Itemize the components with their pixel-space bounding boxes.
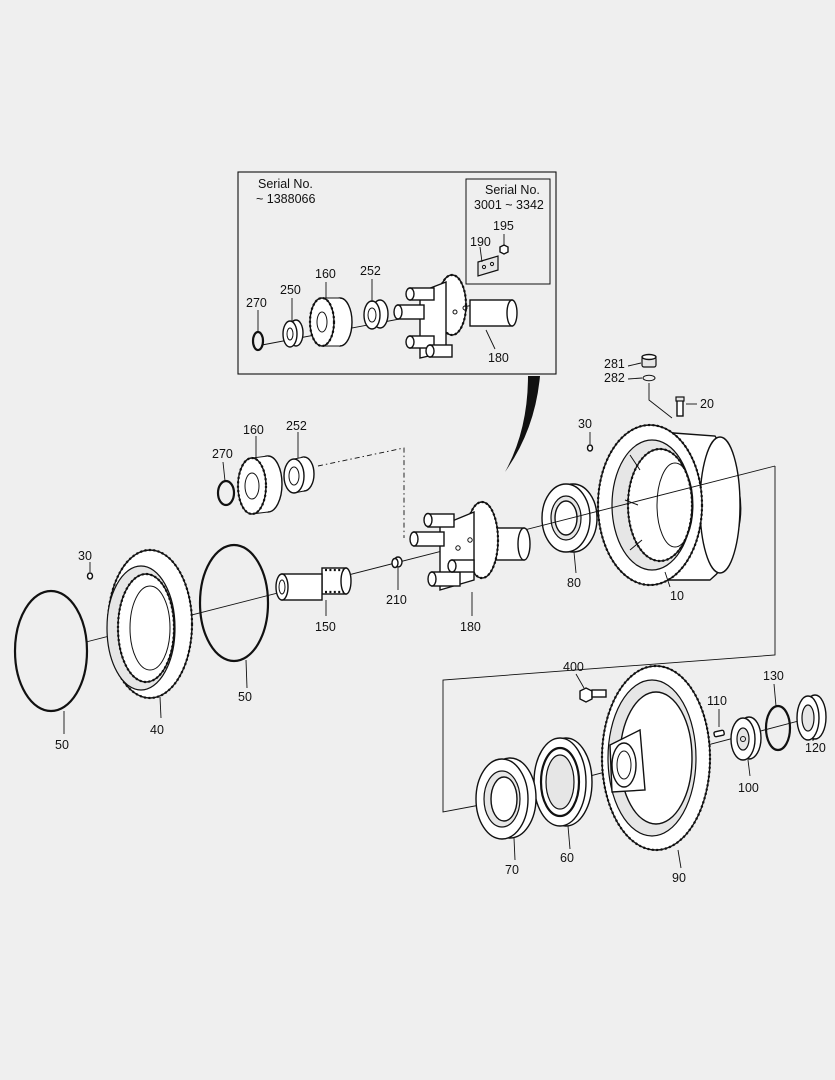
label-195-inset: 195 xyxy=(493,219,514,233)
part-190-plate xyxy=(477,255,499,277)
label-282: 282 xyxy=(604,371,625,385)
part-270-snap-ring xyxy=(216,479,236,507)
part-120-cover xyxy=(796,694,827,741)
part-160-gear-inset xyxy=(308,296,353,348)
part-90-hub xyxy=(600,664,712,852)
label-252-inset: 252 xyxy=(360,264,381,278)
label-252: 252 xyxy=(286,419,307,433)
label-190-inset: 190 xyxy=(470,235,491,249)
label-270: 270 xyxy=(212,447,233,461)
part-50-oring-right xyxy=(198,543,270,663)
inset-callout-arrow xyxy=(505,376,540,472)
label-10: 10 xyxy=(670,589,684,603)
part-180-carrier xyxy=(409,500,531,591)
part-252-bearing xyxy=(283,456,315,494)
label-20: 20 xyxy=(700,397,714,411)
part-80-seal xyxy=(541,483,598,553)
label-100: 100 xyxy=(738,781,759,795)
part-180-carrier-inset xyxy=(393,273,518,359)
guide-dashed xyxy=(317,447,405,538)
label-80: 80 xyxy=(567,576,581,590)
part-60-seal xyxy=(533,737,593,827)
inset-sub-serial-range: 3001 ~ 3342 xyxy=(474,198,544,212)
part-252-bearing-inset xyxy=(363,299,389,330)
part-282-washer xyxy=(642,374,656,382)
label-281: 281 xyxy=(604,357,625,371)
label-160: 160 xyxy=(243,423,264,437)
part-30-bolt-lower xyxy=(86,572,94,580)
inset-variant-box: Serial No. ~ 1388066 Serial No. 3001 ~ 3… xyxy=(237,171,557,375)
part-70-seal xyxy=(475,757,537,840)
label-250-inset: 250 xyxy=(280,283,301,297)
label-110: 110 xyxy=(707,694,727,708)
part-400-bolt xyxy=(579,687,607,703)
label-90: 90 xyxy=(672,871,686,885)
label-270-inset: 270 xyxy=(246,296,267,310)
part-40-ring-gear xyxy=(106,548,194,700)
label-60: 60 xyxy=(560,851,574,865)
part-110-pin xyxy=(713,729,725,738)
part-281-cap xyxy=(641,353,657,368)
label-50-left: 50 xyxy=(55,738,69,752)
label-160-inset: 160 xyxy=(315,267,336,281)
part-195-bolt xyxy=(499,244,509,255)
part-10-housing xyxy=(596,423,742,587)
part-100-thrust-disc xyxy=(730,716,762,761)
part-210-pin xyxy=(391,556,403,569)
part-160-gear xyxy=(236,455,283,516)
label-50-right: 50 xyxy=(238,690,252,704)
part-150-shaft xyxy=(275,567,352,601)
part-130-oring xyxy=(764,704,792,752)
label-180: 180 xyxy=(460,620,481,634)
label-70: 70 xyxy=(505,863,519,877)
part-30-bolt-upper xyxy=(586,444,594,452)
label-40: 40 xyxy=(150,723,164,737)
label-400: 400 xyxy=(563,660,584,674)
label-130: 130 xyxy=(763,669,784,683)
label-180-inset: 180 xyxy=(488,351,509,365)
label-120: 120 xyxy=(805,741,826,755)
part-20-plug xyxy=(675,396,685,417)
part-250-spacer-inset xyxy=(282,319,304,348)
inset-serial-title: Serial No. xyxy=(258,177,313,191)
axis-bracket xyxy=(442,466,776,813)
label-30-lower: 30 xyxy=(78,549,92,563)
label-30-upper: 30 xyxy=(578,417,592,431)
label-150: 150 xyxy=(315,620,336,634)
inset-serial-range: ~ 1388066 xyxy=(256,192,315,206)
inset-sub-serial-title: Serial No. xyxy=(485,183,540,197)
label-210: 210 xyxy=(386,593,407,607)
part-50-oring-left xyxy=(13,589,89,713)
